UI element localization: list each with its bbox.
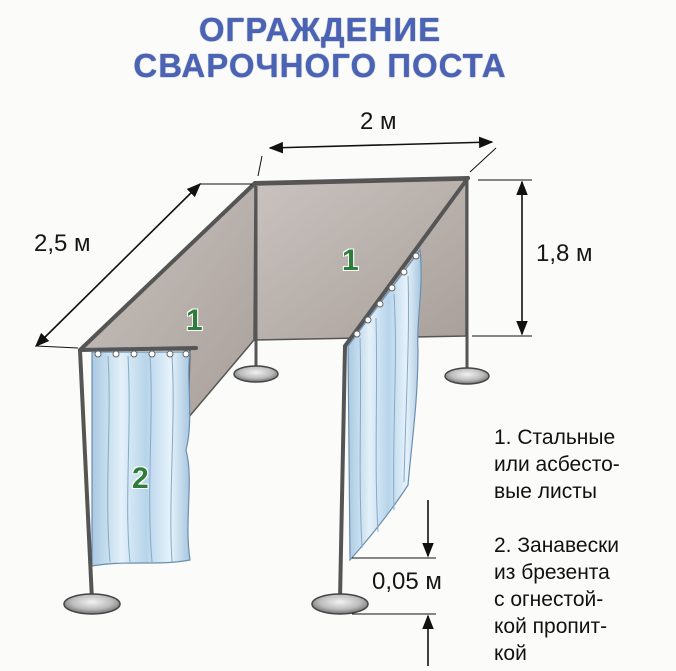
right-curtain-rings	[353, 252, 420, 338]
marker-curtain: 2	[132, 462, 149, 495]
dimension-lines	[34, 136, 532, 666]
diagram-title: ОГРАЖДЕНИЕ СВАРОЧНОГО ПОСТА	[130, 12, 510, 84]
legend-item-2: 2. Занавески из брезента с огнестой- кой…	[494, 532, 672, 667]
legend-2-line-3: с огнестой-	[494, 588, 604, 611]
post-bases	[63, 365, 490, 615]
legend-2-line-4: кой пропит-	[494, 615, 608, 638]
legend-1-line-2: или асбесто-	[494, 453, 620, 476]
legend-1-line-3: вые листы	[494, 480, 597, 503]
front-posts	[78, 345, 347, 601]
legend-2-line-1: 2. Занавески	[494, 534, 620, 557]
front-curtain-rings	[94, 350, 190, 358]
height-dimension-label: 1,8 м	[536, 240, 593, 267]
length-dimension-label: 2,5 м	[34, 230, 91, 257]
front-curtain-folds	[107, 355, 174, 563]
back-panel	[253, 179, 467, 341]
right-curtain	[347, 248, 422, 562]
clearance-dimension-label: 0,05 м	[372, 568, 442, 595]
legend-1-line-1: 1. Стальные	[494, 426, 616, 449]
marker-back-panel: 1	[342, 244, 359, 277]
marker-side-panel: 1	[186, 304, 203, 337]
back-posts	[254, 180, 469, 372]
legend-2-line-2: из брезента	[494, 561, 610, 584]
width-dimension-label: 2 м	[360, 108, 397, 135]
right-curtain-folds	[359, 275, 410, 549]
title-line-2: СВАРОЧНОГО ПОСТА	[133, 47, 507, 84]
title-line-1: ОГРАЖДЕНИЕ	[198, 11, 442, 48]
front-curtain	[91, 351, 191, 567]
legend-2-line-5: кой	[494, 642, 527, 665]
legend-item-1: 1. Стальные или асбесто- вые листы	[494, 424, 672, 505]
